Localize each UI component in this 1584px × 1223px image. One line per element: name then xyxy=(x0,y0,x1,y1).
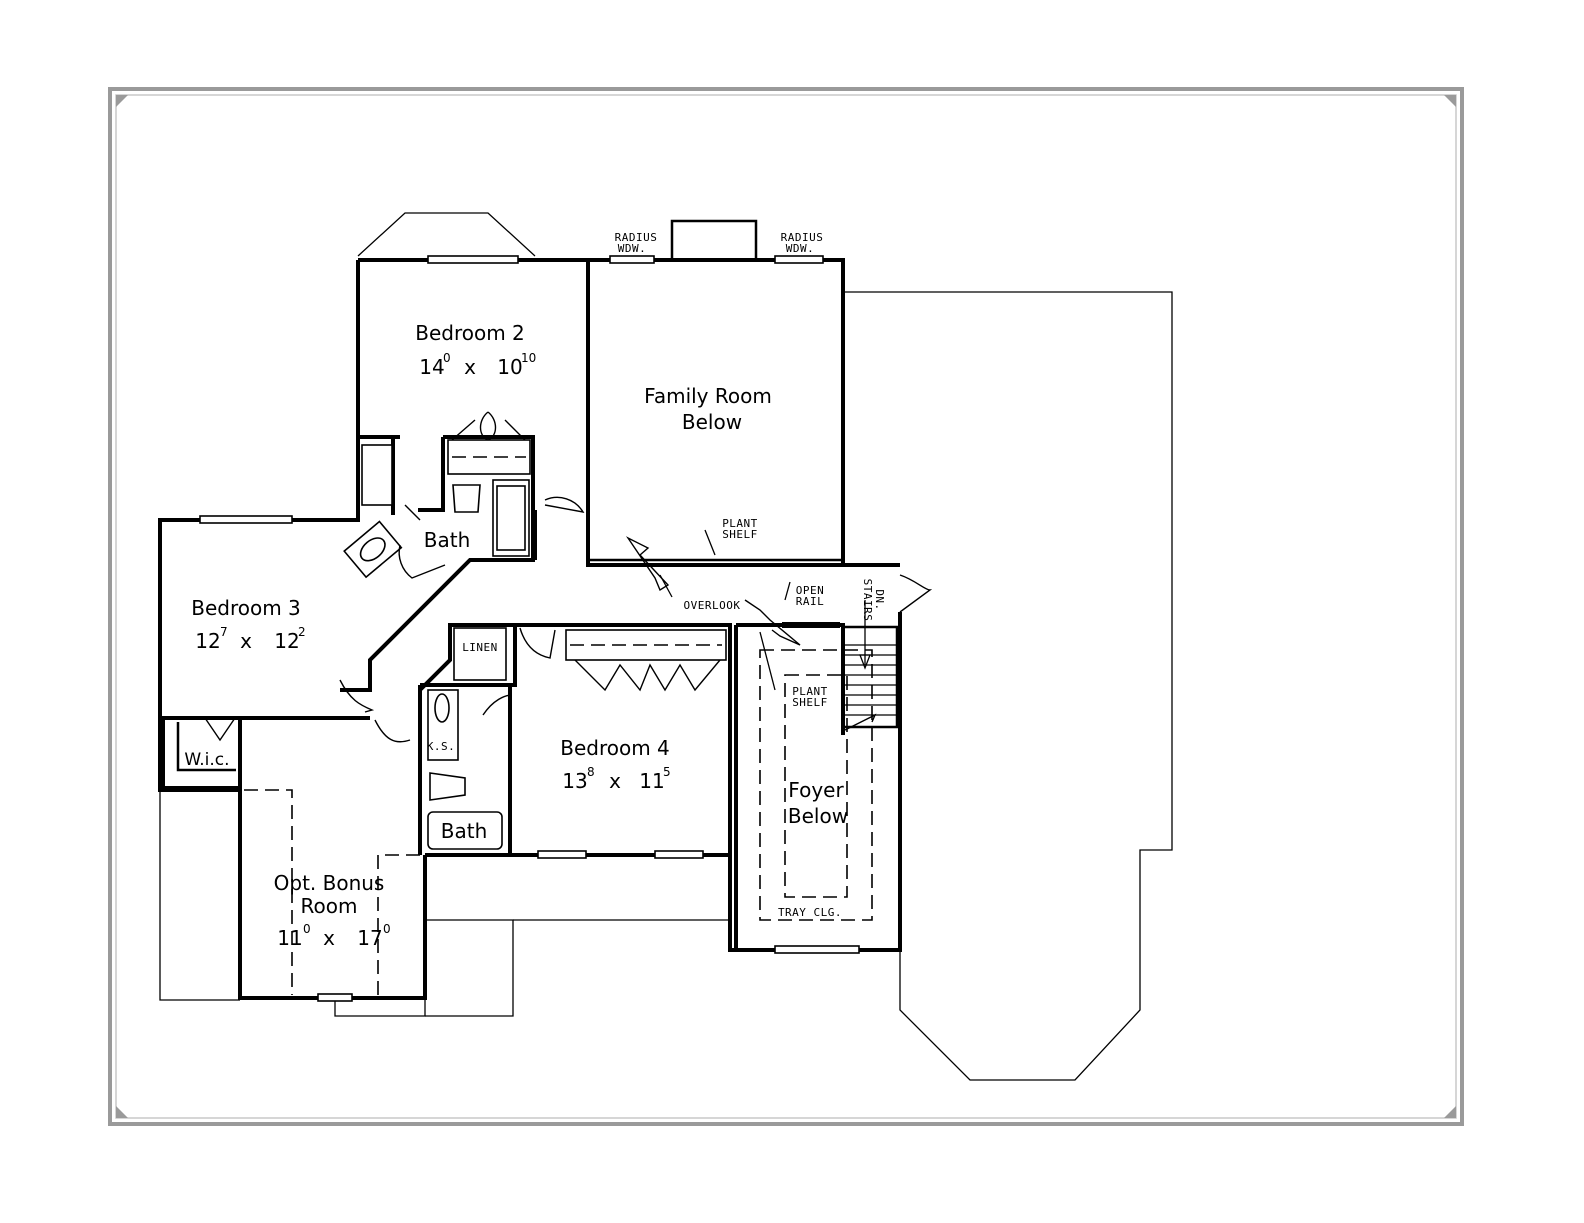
annotation-arrows xyxy=(625,529,877,731)
bedroom3-width-inches: 7 xyxy=(220,625,228,639)
bedroom2-name: Bedroom 2 xyxy=(415,321,525,345)
family-room-name: Family Room xyxy=(644,384,772,408)
bedroom4-length-inches: 5 xyxy=(663,765,671,779)
radius-window-2-line2: WDW. xyxy=(786,242,815,255)
stairs-label: STAIRS xyxy=(861,579,874,622)
fixtures xyxy=(343,411,727,850)
page-inner-border xyxy=(115,94,1457,1119)
bonus-room-name: Opt. Bonus xyxy=(274,871,385,895)
ks-label: K.S. xyxy=(427,740,456,753)
foyer-name: Foyer xyxy=(788,778,844,802)
wic-name: W.i.c. xyxy=(184,750,229,770)
tray-ceiling-label: TRAY CLG. xyxy=(778,906,842,919)
bonus-room-name-2: Room xyxy=(301,894,358,918)
bonus-room-width: 11 xyxy=(277,926,302,950)
stairs xyxy=(782,600,899,729)
bedroom2-separator: x xyxy=(464,355,476,379)
bath2-name: Bath xyxy=(441,819,488,843)
bonus-room-length: 17 xyxy=(357,926,382,950)
corner-mark-bl xyxy=(116,1106,128,1118)
interior-walls xyxy=(160,260,845,950)
bedroom4-length: 11 xyxy=(639,769,664,793)
bonus-room-separator: x xyxy=(323,926,335,950)
foyer-below: Below xyxy=(788,804,848,828)
windows xyxy=(199,255,860,1002)
bedroom3-length: 12 xyxy=(274,629,299,653)
family-room-below: Below xyxy=(682,410,742,434)
bedroom3-separator: x xyxy=(240,629,252,653)
bedroom2-length: 10 xyxy=(497,355,522,379)
doors xyxy=(204,496,933,743)
plant-shelf-1-line2: SHELF xyxy=(722,528,758,541)
linen-label: LINEN xyxy=(462,641,498,654)
bath1-name: Bath xyxy=(424,528,471,552)
bedroom4-width-inches: 8 xyxy=(587,765,595,779)
bedroom4-separator: x xyxy=(609,769,621,793)
plant-shelf-2-line2: SHELF xyxy=(792,696,828,709)
bedroom2-width: 14 xyxy=(419,355,444,379)
bedroom4-width: 13 xyxy=(562,769,587,793)
bedroom4-name: Bedroom 4 xyxy=(560,736,670,760)
stairs-dn-label: DN. xyxy=(873,589,886,610)
plant-shelf-2-line1: PLANT xyxy=(792,685,828,698)
fireplace-bump xyxy=(670,219,758,262)
overlook-label: OVERLOOK xyxy=(684,599,741,612)
dashed-ceiling-lines xyxy=(244,649,873,995)
corner-mark-tr xyxy=(1444,95,1456,107)
radius-window-2-line1: RADIUS xyxy=(781,231,824,244)
lower-roof-outline xyxy=(159,212,1173,1081)
labels: Bedroom 2 14 0 x 10 10 Family Room Below… xyxy=(184,231,886,950)
radius-window-1-line2: WDW. xyxy=(618,242,647,255)
bedroom3-width: 12 xyxy=(195,629,220,653)
corner-mark-br xyxy=(1444,1106,1456,1118)
radius-window-1-line1: RADIUS xyxy=(615,231,658,244)
bedroom3-length-inches: 2 xyxy=(298,625,306,639)
bedroom2-length-inches: 10 xyxy=(521,351,536,365)
bonus-room-width-inches: 0 xyxy=(303,922,311,936)
corner-mark-tl xyxy=(116,95,128,107)
open-rail-line2: RAIL xyxy=(796,595,825,608)
bedroom3-name: Bedroom 3 xyxy=(191,596,301,620)
bedroom2-width-inches: 0 xyxy=(443,351,451,365)
page-border xyxy=(108,87,1464,1126)
bonus-room-length-inches: 0 xyxy=(383,922,391,936)
plant-shelf-1-line1: PLANT xyxy=(722,517,758,530)
open-rail-line1: OPEN xyxy=(796,584,825,597)
